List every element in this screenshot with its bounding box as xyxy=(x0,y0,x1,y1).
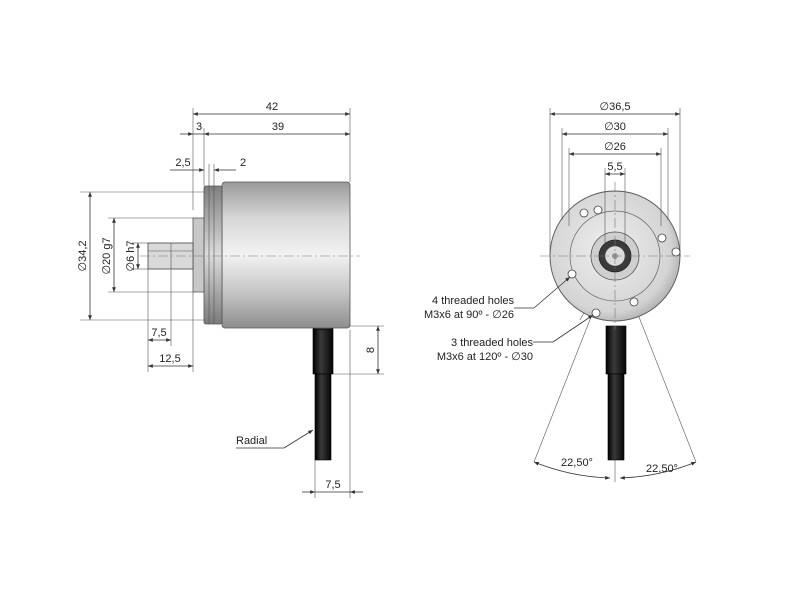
dim-30-text: ∅30 xyxy=(604,121,626,133)
dim-8-text: 8 xyxy=(365,347,377,353)
dim-pcd-26: ∅26 xyxy=(568,141,662,226)
front-cable xyxy=(605,325,627,461)
dim-7-5-text: 7,5 xyxy=(151,327,166,339)
dim-overall-length: 42 xyxy=(192,101,351,210)
dim-shaft-flat: 7,5 xyxy=(147,269,172,372)
dim-3-text: 3 xyxy=(196,121,202,133)
holes-3-at-120 xyxy=(579,208,681,318)
note-3-holes-line1: 3 threaded holes xyxy=(451,337,533,349)
dim-shaft-diameter: ∅6 h7 xyxy=(125,241,148,272)
dim-2-5-text: 2,5 xyxy=(175,157,190,169)
angle-right-text: 22,50° xyxy=(646,463,678,475)
dim-shaft-length: 12,5 xyxy=(148,292,194,372)
dim-6-h7-text: ∅6 h7 xyxy=(125,241,137,272)
dim-body-diameter: ∅34,2 xyxy=(77,191,204,321)
dim-36-5-text: ∅36,5 xyxy=(600,101,631,113)
dim-groove: 2,5 2 xyxy=(170,157,246,186)
encoder-spigot xyxy=(192,217,205,293)
dim-center: 5,5 xyxy=(604,161,626,244)
dim-spigot-diameter: ∅20 g7 xyxy=(101,217,193,293)
note-4-holes-line2: M3x6 at 90º - ∅26 xyxy=(424,309,514,321)
dim-outer-diameter: ∅36,5 xyxy=(549,101,681,256)
side-view: 42 3 39 2,5 2 ∅34,2 xyxy=(77,101,384,498)
holes-4-at-90 xyxy=(567,205,667,307)
note-3-holes: 3 threaded holes M3x6 at 120º - ∅30 xyxy=(437,314,594,363)
dim-2-text: 2 xyxy=(240,157,246,169)
encoder-flange xyxy=(203,185,223,325)
dim-26-text: ∅26 xyxy=(604,141,626,153)
dim-42-text: 42 xyxy=(266,101,278,113)
radial-label: Radial xyxy=(236,435,267,447)
dim-flange-body: 3 39 xyxy=(180,121,350,186)
dim-pcd-30: ∅30 xyxy=(561,121,669,220)
radial-callout: Radial xyxy=(236,429,314,449)
note-4-holes: 4 threaded holes M3x6 at 90º - ∅26 xyxy=(424,276,571,321)
encoder-body xyxy=(221,181,351,329)
dim-39-text: 39 xyxy=(272,121,284,133)
dim-angles: 22,50° 22,50° xyxy=(533,457,697,482)
dim-20-g7-text: ∅20 g7 xyxy=(101,237,113,274)
angle-left-text: 22,50° xyxy=(561,457,593,469)
dim-5-5-text: 5,5 xyxy=(607,161,622,173)
dim-cable-height: 8 xyxy=(333,325,384,375)
dim-34-2-text: ∅34,2 xyxy=(77,241,89,272)
dim-cable-offset: 7,5 xyxy=(302,330,363,498)
dim-12-5-text: 12,5 xyxy=(159,353,180,365)
dim-7-5-cable-text: 7,5 xyxy=(325,479,340,491)
note-4-holes-line1: 4 threaded holes xyxy=(432,295,514,307)
radial-cable xyxy=(312,323,334,461)
front-view: ∅36,5 ∅30 ∅26 5,5 4 threaded holes xyxy=(424,101,697,482)
note-3-holes-line2: M3x6 at 120º - ∅30 xyxy=(437,351,533,363)
